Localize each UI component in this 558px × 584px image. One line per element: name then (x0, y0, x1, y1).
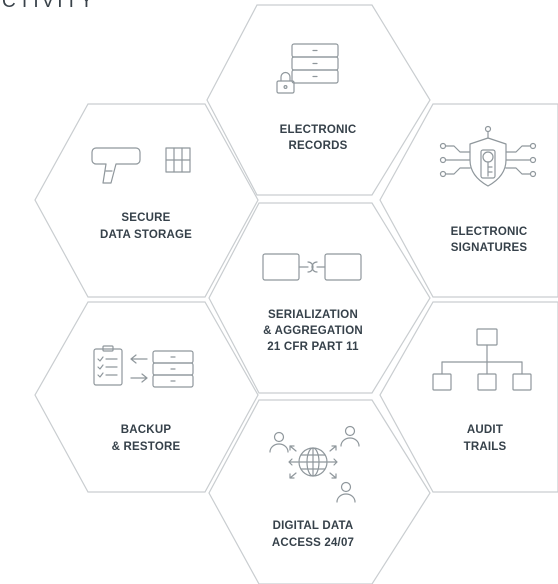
hex-shape (206, 4, 431, 196)
label-backup-restore-2: & RESTORE (112, 441, 181, 453)
label-electronic-signatures-1: ELECTRONIC (451, 226, 528, 238)
checklist-transfer-server-icon (93, 345, 194, 388)
label-audit-trails-1: AUDIT (467, 424, 503, 436)
label-secure-data-storage-1: SECURE (121, 212, 170, 224)
label-serialization-1: SERIALIZATION (268, 309, 358, 321)
server-lock-icon (276, 43, 339, 94)
label-serialization-2: & AGGREGATION (263, 325, 363, 337)
label-audit-trails-2: TRAILS (464, 441, 507, 453)
label-electronic-records-2: RECORDS (289, 140, 348, 152)
hex-electronic-signatures: ELECTRONIC SIGNATURES (379, 103, 558, 298)
label-serialization-3: 21 CFR PART 11 (267, 341, 359, 353)
hex-shape (208, 202, 431, 394)
linked-blocks-icon (262, 253, 362, 281)
hex-secure-data-storage: SECURE DATA STORAGE (34, 103, 259, 298)
hex-digital-data-access: DIGITAL DATA ACCESS 24/07 (208, 399, 431, 584)
hex-electronic-records: ELECTRONIC RECORDS (206, 4, 431, 196)
label-secure-data-storage-2: DATA STORAGE (100, 229, 192, 241)
hex-shape (208, 399, 431, 584)
hex-shape (34, 103, 259, 298)
org-chart-icon (432, 328, 532, 391)
label-digital-data-access-2: ACCESS 24/07 (272, 537, 354, 549)
shield-key-circuit-icon (439, 125, 537, 187)
label-backup-restore-1: BACKUP (121, 424, 172, 436)
label-digital-data-access-1: DIGITAL DATA (273, 520, 354, 532)
hex-backup-restore: BACKUP & RESTORE (34, 301, 259, 493)
barcode-scanner-icon (91, 147, 191, 184)
globe-users-icon (269, 425, 360, 503)
label-electronic-records-1: ELECTRONIC (280, 124, 357, 136)
hex-shape (379, 301, 558, 493)
label-electronic-signatures-2: SIGNATURES (451, 242, 528, 254)
hex-serialization-aggregation: SERIALIZATION & AGGREGATION 21 CFR PART … (208, 202, 431, 394)
hex-audit-trails: AUDIT TRAILS (379, 301, 558, 493)
hex-shape (34, 301, 259, 493)
section-heading-fragment: CTIVITY (2, 0, 96, 12)
